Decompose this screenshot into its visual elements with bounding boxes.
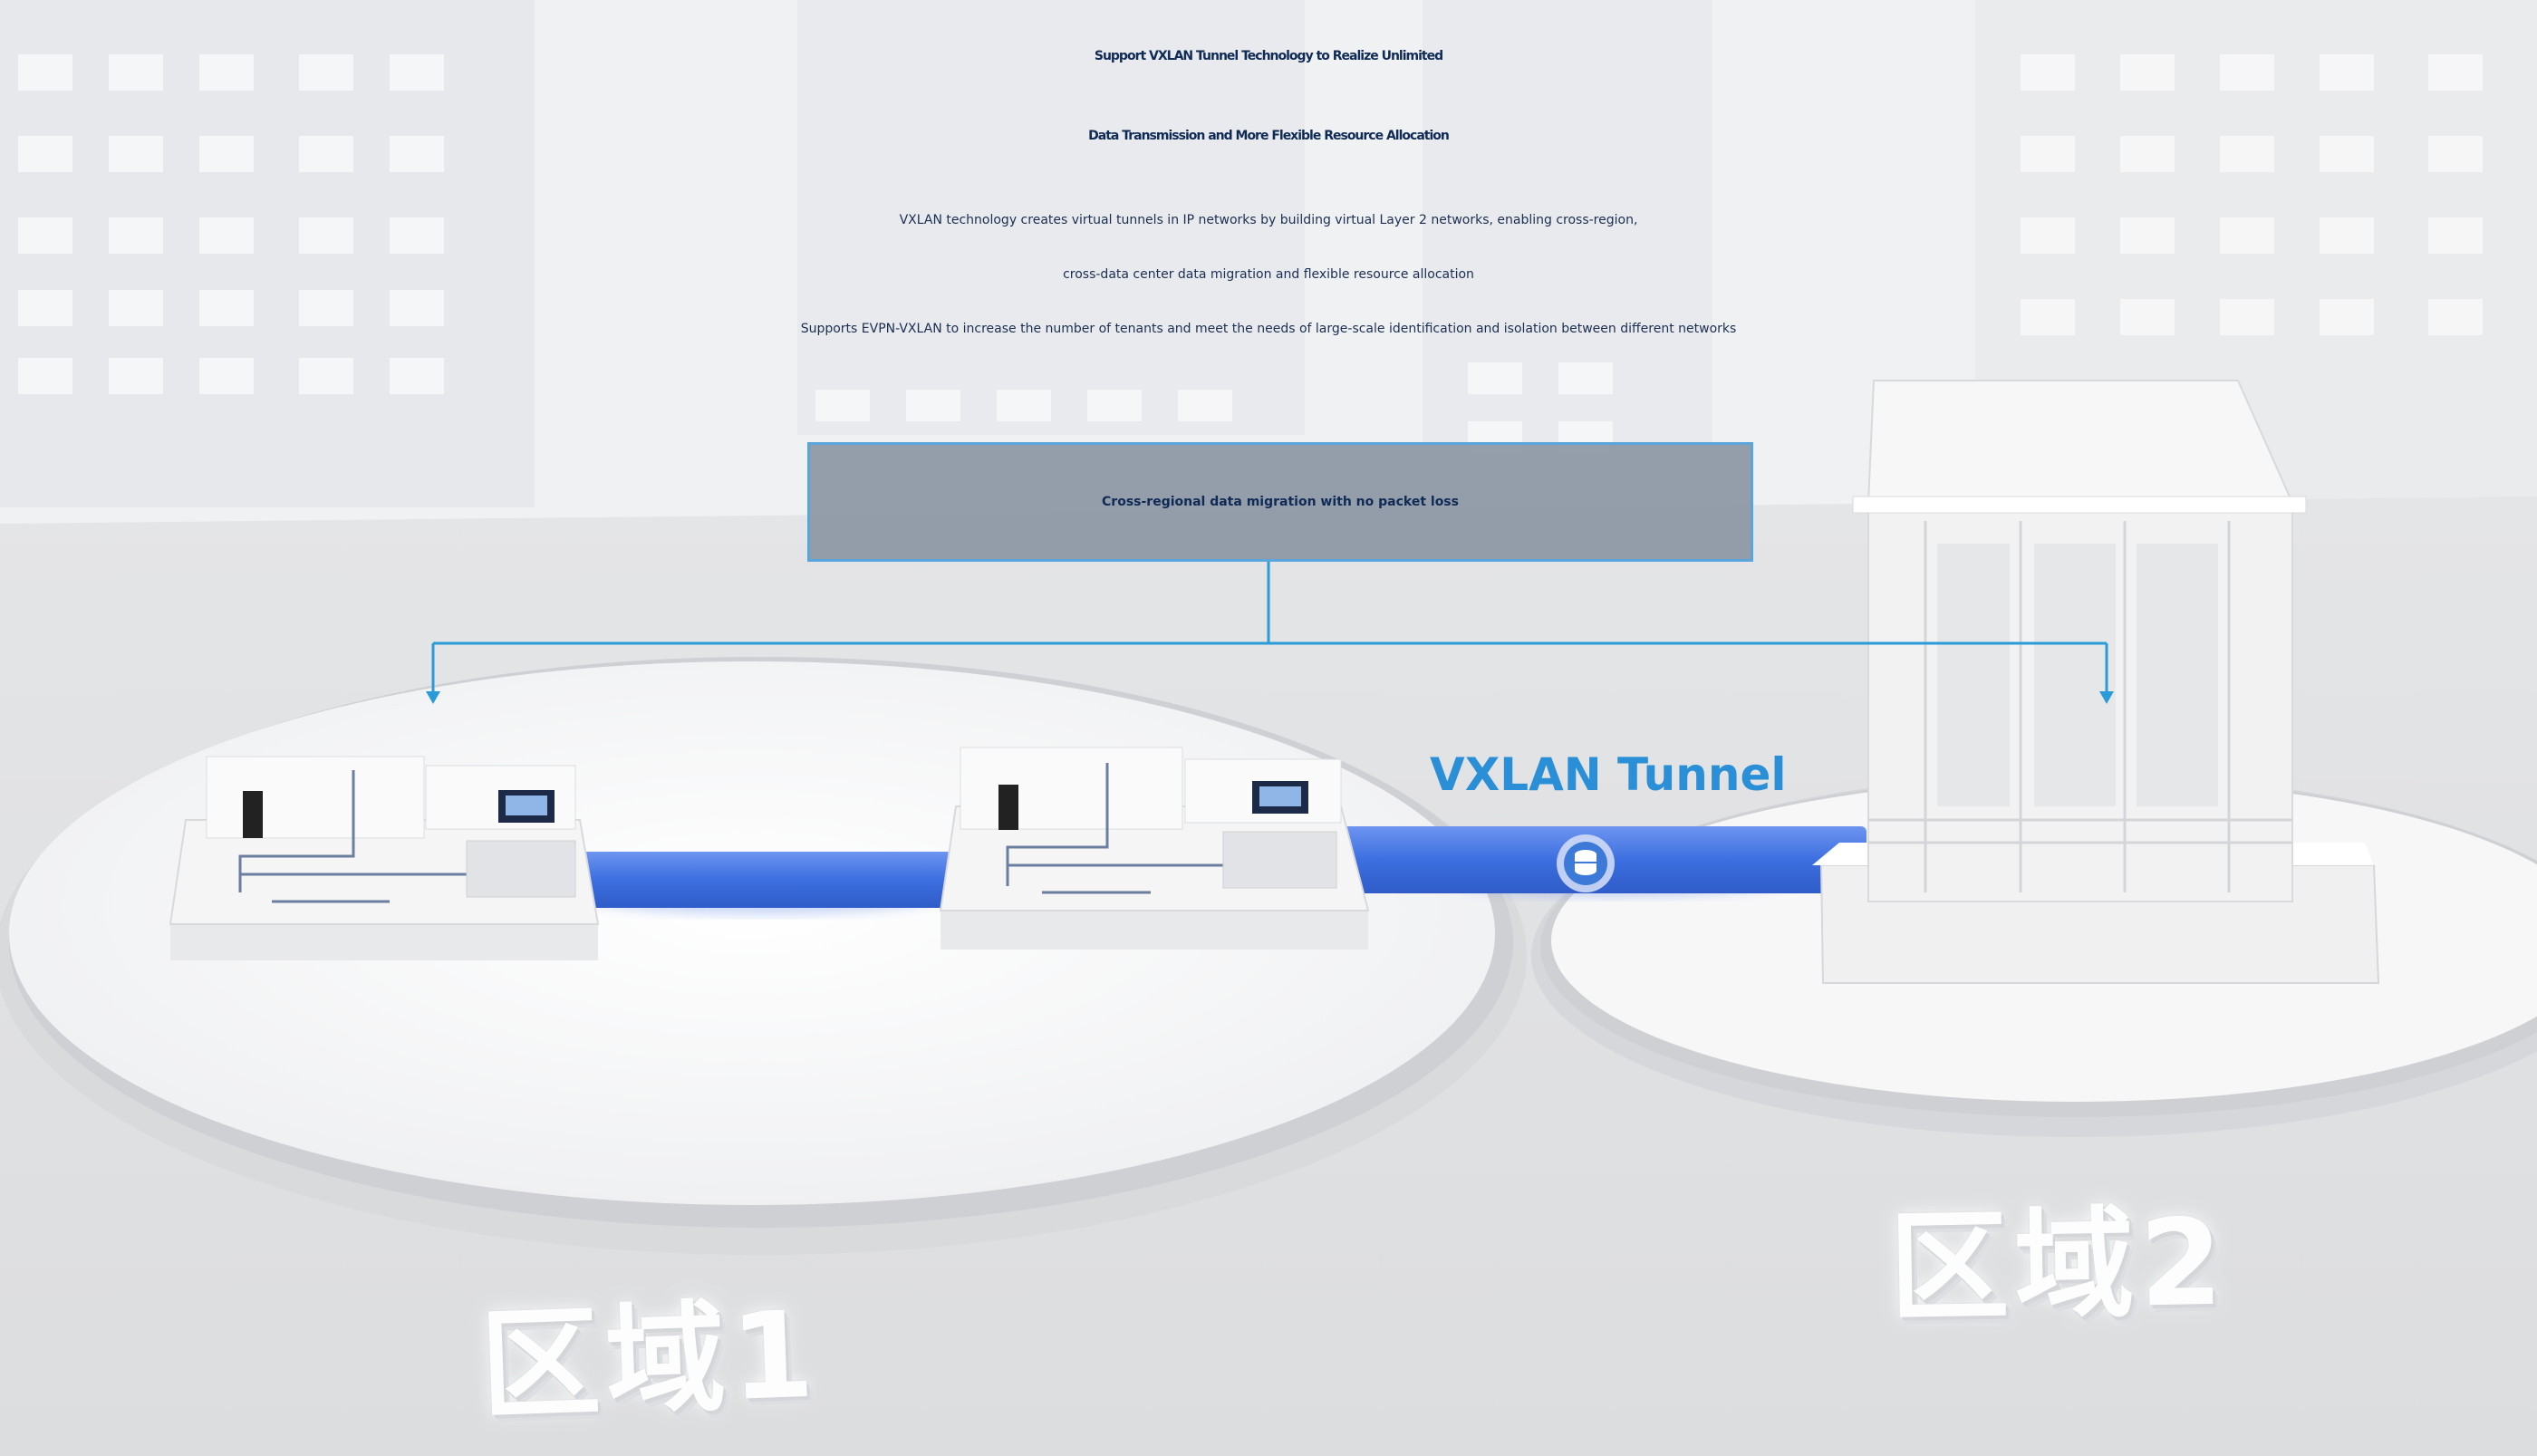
description-line-3: Supports EVPN-VXLAN to increase the numb… bbox=[800, 322, 1737, 336]
arrow-down-icon bbox=[2099, 691, 2114, 704]
description-line-2: cross-data center data migration and fle… bbox=[1063, 267, 1474, 282]
description-line-1: VXLAN technology creates virtual tunnels… bbox=[899, 213, 1638, 227]
title-line-1: Support VXLAN Tunnel Technology to Reali… bbox=[1094, 49, 1443, 63]
region-2-label: 区域2 bbox=[1887, 1192, 2230, 1339]
vxlan-tunnel bbox=[571, 826, 1867, 915]
datacenter-module-1 bbox=[169, 756, 600, 960]
datacenter-building bbox=[1812, 380, 2380, 984]
arrow-down-icon bbox=[426, 691, 440, 704]
region-1-label: 区域1 bbox=[477, 1285, 822, 1437]
title-line-2: Data Transmission and More Flexible Reso… bbox=[1088, 129, 1450, 143]
page-title: Support VXLAN Tunnel Technology to Reali… bbox=[0, 16, 2537, 176]
datacenter-module-2 bbox=[939, 747, 1370, 950]
vxlan-tunnel-label: VXLAN Tunnel bbox=[1430, 748, 1787, 801]
database-icon bbox=[1557, 834, 1615, 892]
connector-lines bbox=[431, 562, 2108, 693]
migration-callout: Cross-regional data migration with no pa… bbox=[807, 442, 1753, 562]
